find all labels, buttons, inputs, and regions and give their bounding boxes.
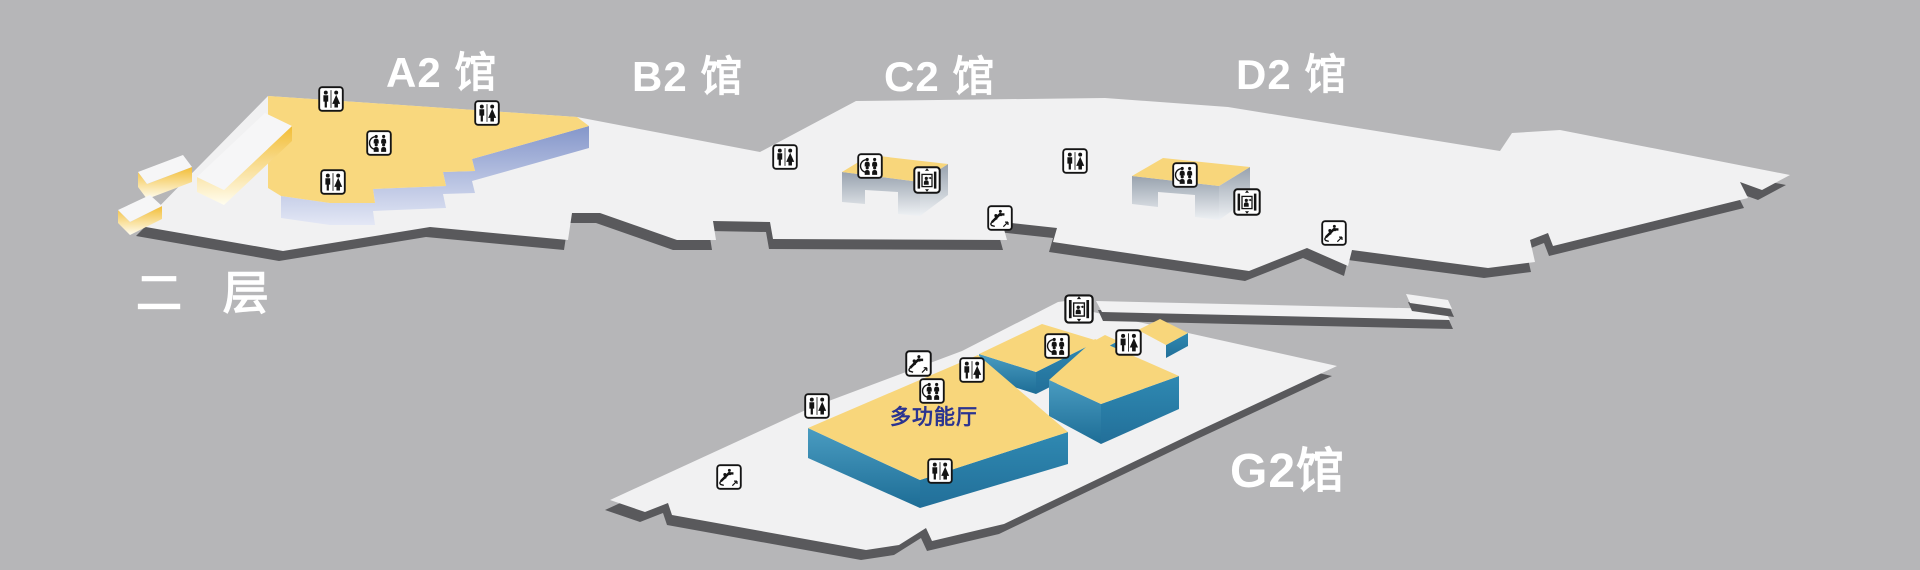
platform-left-large-top bbox=[197, 113, 292, 190]
platform-left-small-side bbox=[138, 167, 192, 199]
g2-box-small-left bbox=[979, 354, 1036, 394]
g2-box-right-front bbox=[1101, 376, 1179, 444]
walkway-ramp bbox=[1096, 301, 1450, 320]
walkway-sliver-shadow bbox=[1408, 302, 1454, 317]
platform-left-tip-side bbox=[118, 206, 162, 235]
g2-box-right-left bbox=[1049, 380, 1101, 444]
hall-a2-side bbox=[281, 126, 589, 225]
upper-floor-group bbox=[118, 96, 1790, 281]
g2-box-back-side bbox=[1166, 333, 1188, 358]
multi-function-hall-front bbox=[920, 432, 1068, 508]
hall-c2-block-front bbox=[842, 172, 920, 216]
g2-box-right-top bbox=[1049, 339, 1179, 404]
walkway-ramp-shadow bbox=[1098, 310, 1453, 329]
multi-function-hall-top bbox=[808, 355, 1068, 480]
walkway-sliver bbox=[1406, 294, 1452, 309]
multi-function-hall-left bbox=[808, 428, 920, 508]
hall-a2-surface bbox=[268, 96, 589, 203]
platform-left-small-top bbox=[138, 155, 192, 184]
lower-floor-group bbox=[605, 294, 1454, 560]
platform-left-tip-top bbox=[118, 195, 162, 222]
g2-box-back-top bbox=[1138, 319, 1188, 345]
